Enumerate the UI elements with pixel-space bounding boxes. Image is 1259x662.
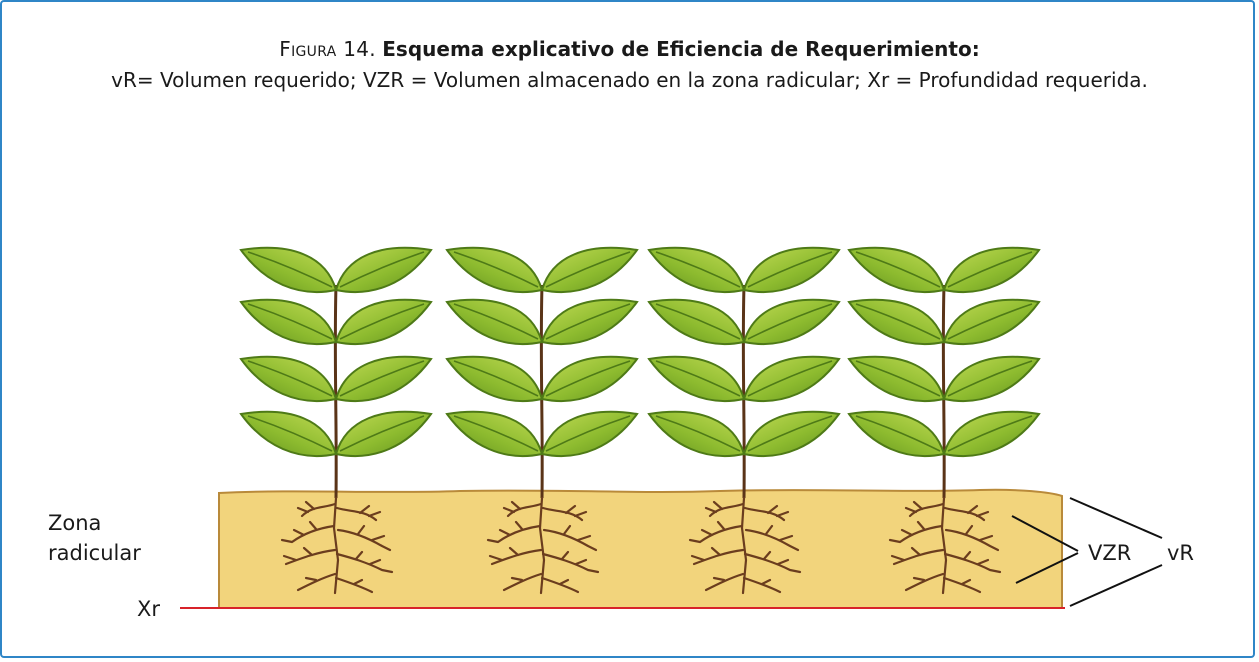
vzr-bracket	[1011, 515, 1079, 584]
depth-label: Xr	[137, 597, 160, 621]
vr-bracket	[1069, 497, 1163, 607]
vzr-label: VZR	[1088, 541, 1131, 565]
zone-label-line1: Zona	[48, 511, 101, 535]
figure-caption: Figura 14. Esquema explicativo de Eficie…	[0, 34, 1259, 96]
zone-label-line2: radicular	[48, 541, 141, 565]
figure-label: Figura 14.	[279, 37, 376, 61]
root-zone-soil	[218, 488, 1063, 609]
caption-title-line: Figura 14. Esquema explicativo de Eficie…	[0, 34, 1259, 65]
vr-label: vR	[1167, 541, 1194, 565]
figure-title: Esquema explicativo de Eficiencia de Req…	[382, 37, 980, 61]
caption-legend: vR= Volumen requerido; VZR = Volumen alm…	[111, 68, 1148, 92]
